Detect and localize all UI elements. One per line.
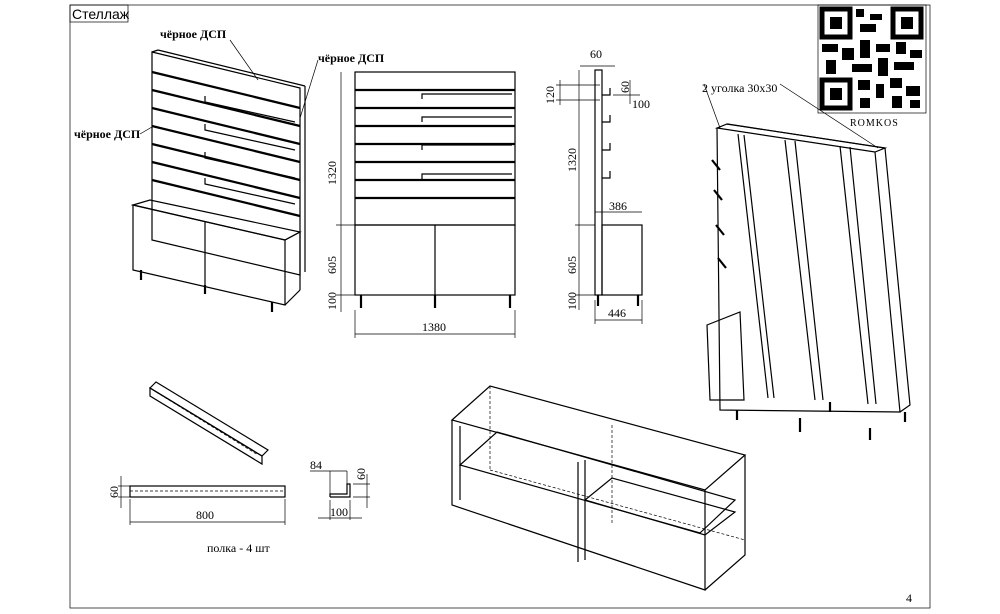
label-black-chipboard-left: чёрное ДСП [74,127,141,141]
title-box [69,4,129,23]
dim-front-cabinet-height: 605 [325,256,339,274]
shelf-caption: полка - 4 шт [207,541,270,555]
dim-side-cabinet-height: 605 [565,256,579,274]
dim-side-cabinet-top-depth: 386 [609,199,627,213]
dim-shelf-length: 800 [196,508,214,522]
dim-front-panel-height: 1320 [325,161,339,185]
dim-front-leg-height: 100 [325,292,339,310]
front-view [336,71,516,338]
isometric-shelf [149,381,269,466]
qr-code [817,4,927,114]
isometric-cabinet [450,385,747,591]
dim-side-leg-height: 100 [565,292,579,310]
side-view [556,65,643,324]
dim-side-hook-height: 60 [618,81,632,93]
dim-side-post-width: 60 [590,47,602,61]
drawing-title: Стеллаж [72,6,130,22]
isometric-stand [130,49,306,312]
page-number: 4 [906,591,912,605]
shelf-front-view [118,476,286,525]
dim-side-hook-spacing: 120 [543,86,557,104]
dim-shelf-height: 60 [107,486,121,498]
dim-side-depth: 446 [608,306,626,320]
dim-front-width: 1380 [422,320,446,334]
isometric-frame-back [706,123,911,440]
dim-shelf-lip-height: 60 [354,468,368,480]
qr-caption: ROMKOS [850,118,899,129]
label-black-chipboard-top: чёрное ДСП [160,27,227,41]
dim-shelf-depth: 100 [330,505,348,519]
drawing-frame [69,4,931,609]
dim-side-hook-depth: 100 [632,97,650,111]
label-black-chipboard-right: чёрное ДСП [318,51,385,65]
label-angles: 2 уголка 30х30 [702,81,777,95]
shelf-profile [310,470,370,520]
dim-shelf-lip: 84 [310,458,322,472]
dim-side-panel-height: 1320 [565,148,579,172]
